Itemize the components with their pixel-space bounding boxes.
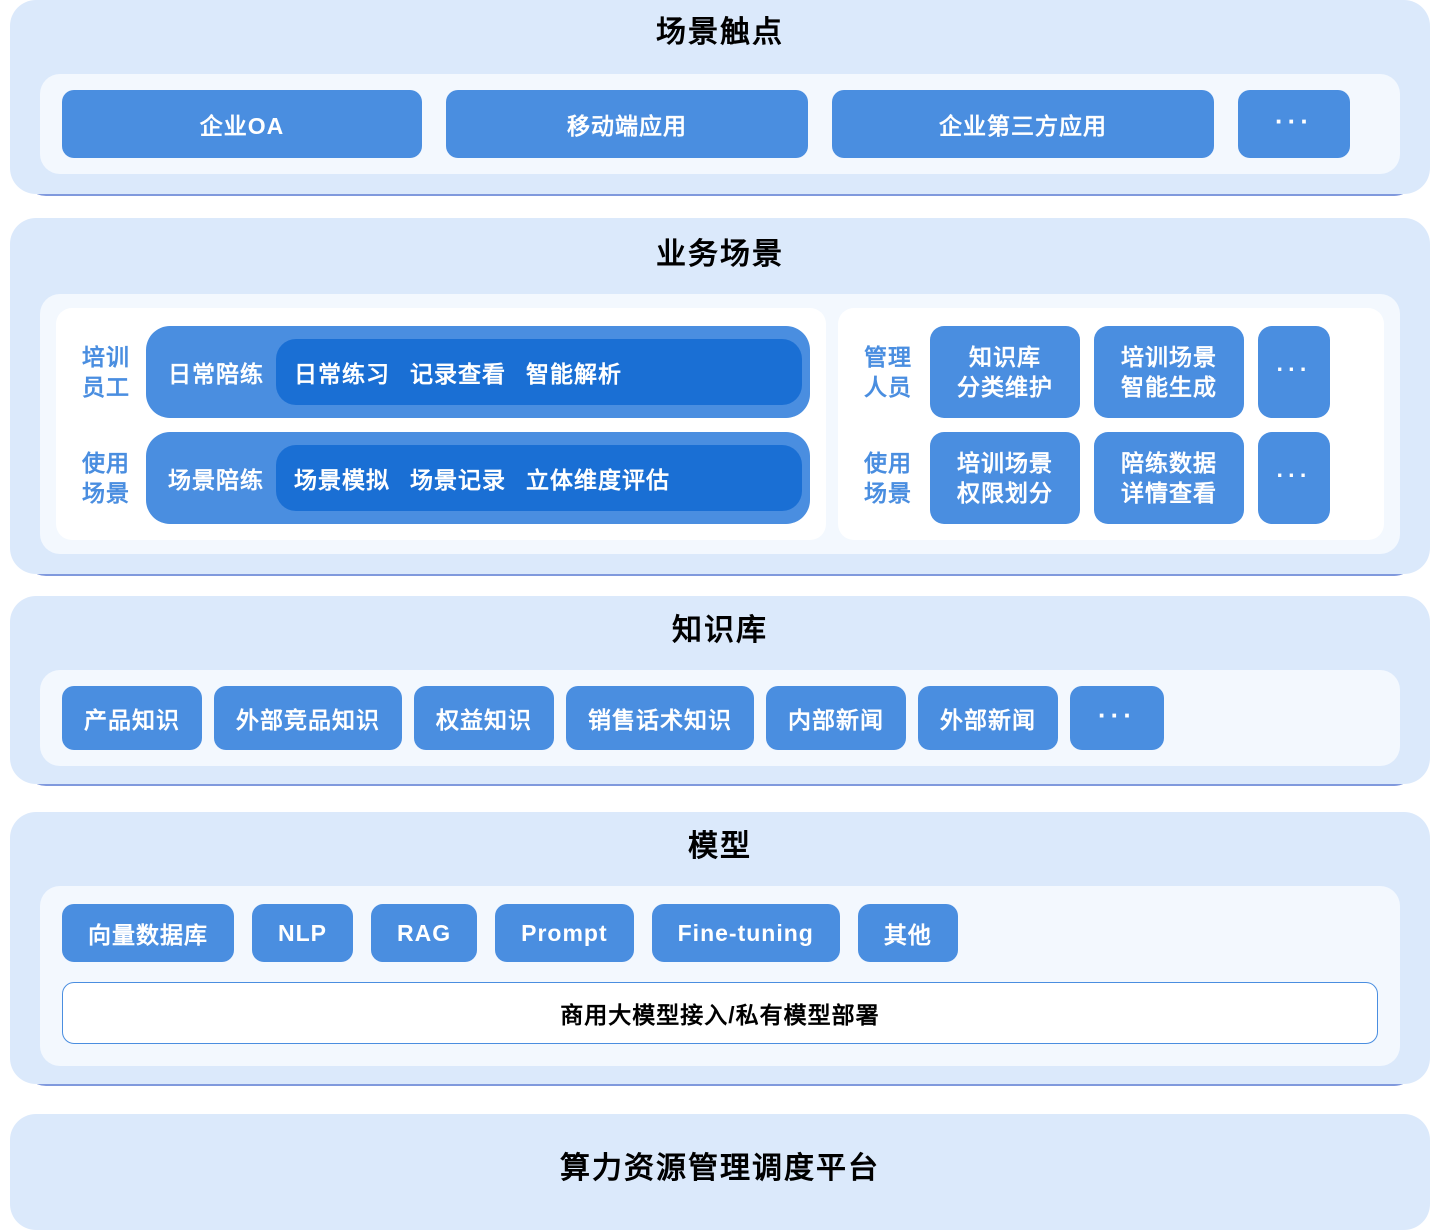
- touchpoints-chip-row: 企业OA 移动端应用 企业第三方应用 ···: [62, 90, 1378, 158]
- knowledge-base-panel: 产品知识 外部竞品知识 权益知识 销售话术知识 内部新闻 外部新闻 ···: [40, 670, 1400, 766]
- kb-chip-sales-script-knowledge[interactable]: 销售话术知识: [566, 686, 754, 750]
- business-scenarios-card: 业务场景 培训 员工 日常陪练 日常练习 记录查看 智能解析: [10, 218, 1430, 574]
- usage-chip-more[interactable]: ···: [1258, 432, 1330, 524]
- pill-head-daily-coaching: 日常陪练: [168, 361, 264, 387]
- pill-daily-coaching[interactable]: 日常陪练 日常练习 记录查看 智能解析: [146, 326, 810, 418]
- knowledge-base-card: 知识库 产品知识 外部竞品知识 权益知识 销售话术知识 内部新闻 外部新闻 ··…: [10, 596, 1430, 784]
- role-label-admin-staff: 管理 人员: [864, 344, 912, 400]
- business-scenarios-panel: 培训 员工 日常陪练 日常练习 记录查看 智能解析: [40, 294, 1400, 554]
- business-scenarios-left-subpanel: 培训 员工 日常陪练 日常练习 记录查看 智能解析: [56, 308, 826, 540]
- touchpoints-title: 场景触点: [656, 16, 784, 49]
- pill-inner-daily-coaching: 日常练习 记录查看 智能解析: [276, 339, 802, 405]
- kb-chip-benefits-knowledge[interactable]: 权益知识: [414, 686, 554, 750]
- usage-chip-coaching-data-detail[interactable]: 陪练数据 详情查看: [1094, 432, 1244, 524]
- touchpoint-chip-enterprise-oa[interactable]: 企业OA: [62, 90, 422, 158]
- admin-chip-training-scenario-generation[interactable]: 培训场景 智能生成: [1094, 326, 1244, 418]
- business-scenarios-title: 业务场景: [656, 238, 784, 271]
- pill-head-scenario-coaching: 场景陪练: [168, 467, 264, 493]
- role-row-usage-scenario-left: 使用 场景 场景陪练 场景模拟 场景记录 立体维度评估: [74, 430, 810, 526]
- model-chip-vector-database[interactable]: 向量数据库: [62, 904, 234, 962]
- compute-platform-title: 算力资源管理调度平台: [560, 1152, 880, 1185]
- pill-inner-scenario-coaching: 场景模拟 场景记录 立体维度评估: [276, 445, 802, 511]
- role-label-usage-scenario-left: 使用 场景: [82, 450, 130, 506]
- role-row-admin-staff: 管理 人员 知识库 分类维护 培训场景 智能生成 ···: [856, 324, 1368, 420]
- pill-item-group: 日常练习 记录查看 智能解析: [294, 355, 622, 389]
- touchpoints-panel: 企业OA 移动端应用 企业第三方应用 ···: [40, 74, 1400, 174]
- kb-chip-product-knowledge[interactable]: 产品知识: [62, 686, 202, 750]
- kb-chip-internal-news[interactable]: 内部新闻: [766, 686, 906, 750]
- usage-chip-training-scenario-permission[interactable]: 培训场景 权限划分: [930, 432, 1080, 524]
- pill-item-daily-practice[interactable]: 日常练习: [294, 361, 390, 387]
- pill-item-multidimensional-evaluation[interactable]: 立体维度评估: [526, 467, 670, 493]
- model-chip-rag[interactable]: RAG: [371, 904, 478, 962]
- role-label-usage-scenario-right: 使用 场景: [864, 450, 912, 506]
- model-title: 模型: [688, 830, 752, 863]
- business-scenarios-right-subpanel: 管理 人员 知识库 分类维护 培训场景 智能生成 ··· 使用 场景 培训场景 …: [838, 308, 1384, 540]
- pill-scenario-coaching[interactable]: 场景陪练 场景模拟 场景记录 立体维度评估: [146, 432, 810, 524]
- role-row-usage-scenario-right: 使用 场景 培训场景 权限划分 陪练数据 详情查看 ···: [856, 430, 1368, 526]
- admin-chip-row: 知识库 分类维护 培训场景 智能生成 ···: [930, 326, 1368, 418]
- model-chip-nlp[interactable]: NLP: [252, 904, 353, 962]
- admin-chip-more[interactable]: ···: [1258, 326, 1330, 418]
- role-row-training-staff: 培训 员工 日常陪练 日常练习 记录查看 智能解析: [74, 324, 810, 420]
- pill-item-smart-analysis[interactable]: 智能解析: [526, 361, 622, 387]
- knowledge-base-title: 知识库: [672, 614, 768, 647]
- knowledge-base-chip-row: 产品知识 外部竞品知识 权益知识 销售话术知识 内部新闻 外部新闻 ···: [62, 686, 1164, 750]
- touchpoint-chip-more[interactable]: ···: [1238, 90, 1350, 158]
- compute-platform-card: 算力资源管理调度平台: [10, 1114, 1430, 1230]
- pill-item-record-view[interactable]: 记录查看: [410, 361, 506, 387]
- touchpoint-chip-mobile-app[interactable]: 移动端应用: [446, 90, 808, 158]
- kb-chip-external-news[interactable]: 外部新闻: [918, 686, 1058, 750]
- touchpoint-chip-third-party-app[interactable]: 企业第三方应用: [832, 90, 1214, 158]
- kb-chip-competitor-knowledge[interactable]: 外部竞品知识: [214, 686, 402, 750]
- pill-item-scenario-simulation[interactable]: 场景模拟: [294, 467, 390, 493]
- model-chip-row: 向量数据库 NLP RAG Prompt Fine-tuning 其他: [62, 904, 958, 962]
- model-panel: 向量数据库 NLP RAG Prompt Fine-tuning 其他 商用大模…: [40, 886, 1400, 1066]
- usage-chip-row: 培训场景 权限划分 陪练数据 详情查看 ···: [930, 432, 1368, 524]
- model-chip-fine-tuning[interactable]: Fine-tuning: [651, 904, 840, 962]
- pill-item-group: 场景模拟 场景记录 立体维度评估: [294, 461, 670, 495]
- model-chip-prompt[interactable]: Prompt: [495, 904, 634, 962]
- touchpoints-card: 场景触点 企业OA 移动端应用 企业第三方应用 ···: [10, 0, 1430, 194]
- model-chip-other[interactable]: 其他: [857, 904, 958, 962]
- kb-chip-more[interactable]: ···: [1070, 686, 1164, 750]
- admin-chip-kb-category-maintenance[interactable]: 知识库 分类维护: [930, 326, 1080, 418]
- role-label-training-staff: 培训 员工: [82, 344, 130, 400]
- model-deployment-bar[interactable]: 商用大模型接入/私有模型部署: [62, 982, 1378, 1044]
- pill-item-scenario-record[interactable]: 场景记录: [410, 467, 506, 493]
- model-card: 模型 向量数据库 NLP RAG Prompt Fine-tuning 其他 商…: [10, 812, 1430, 1084]
